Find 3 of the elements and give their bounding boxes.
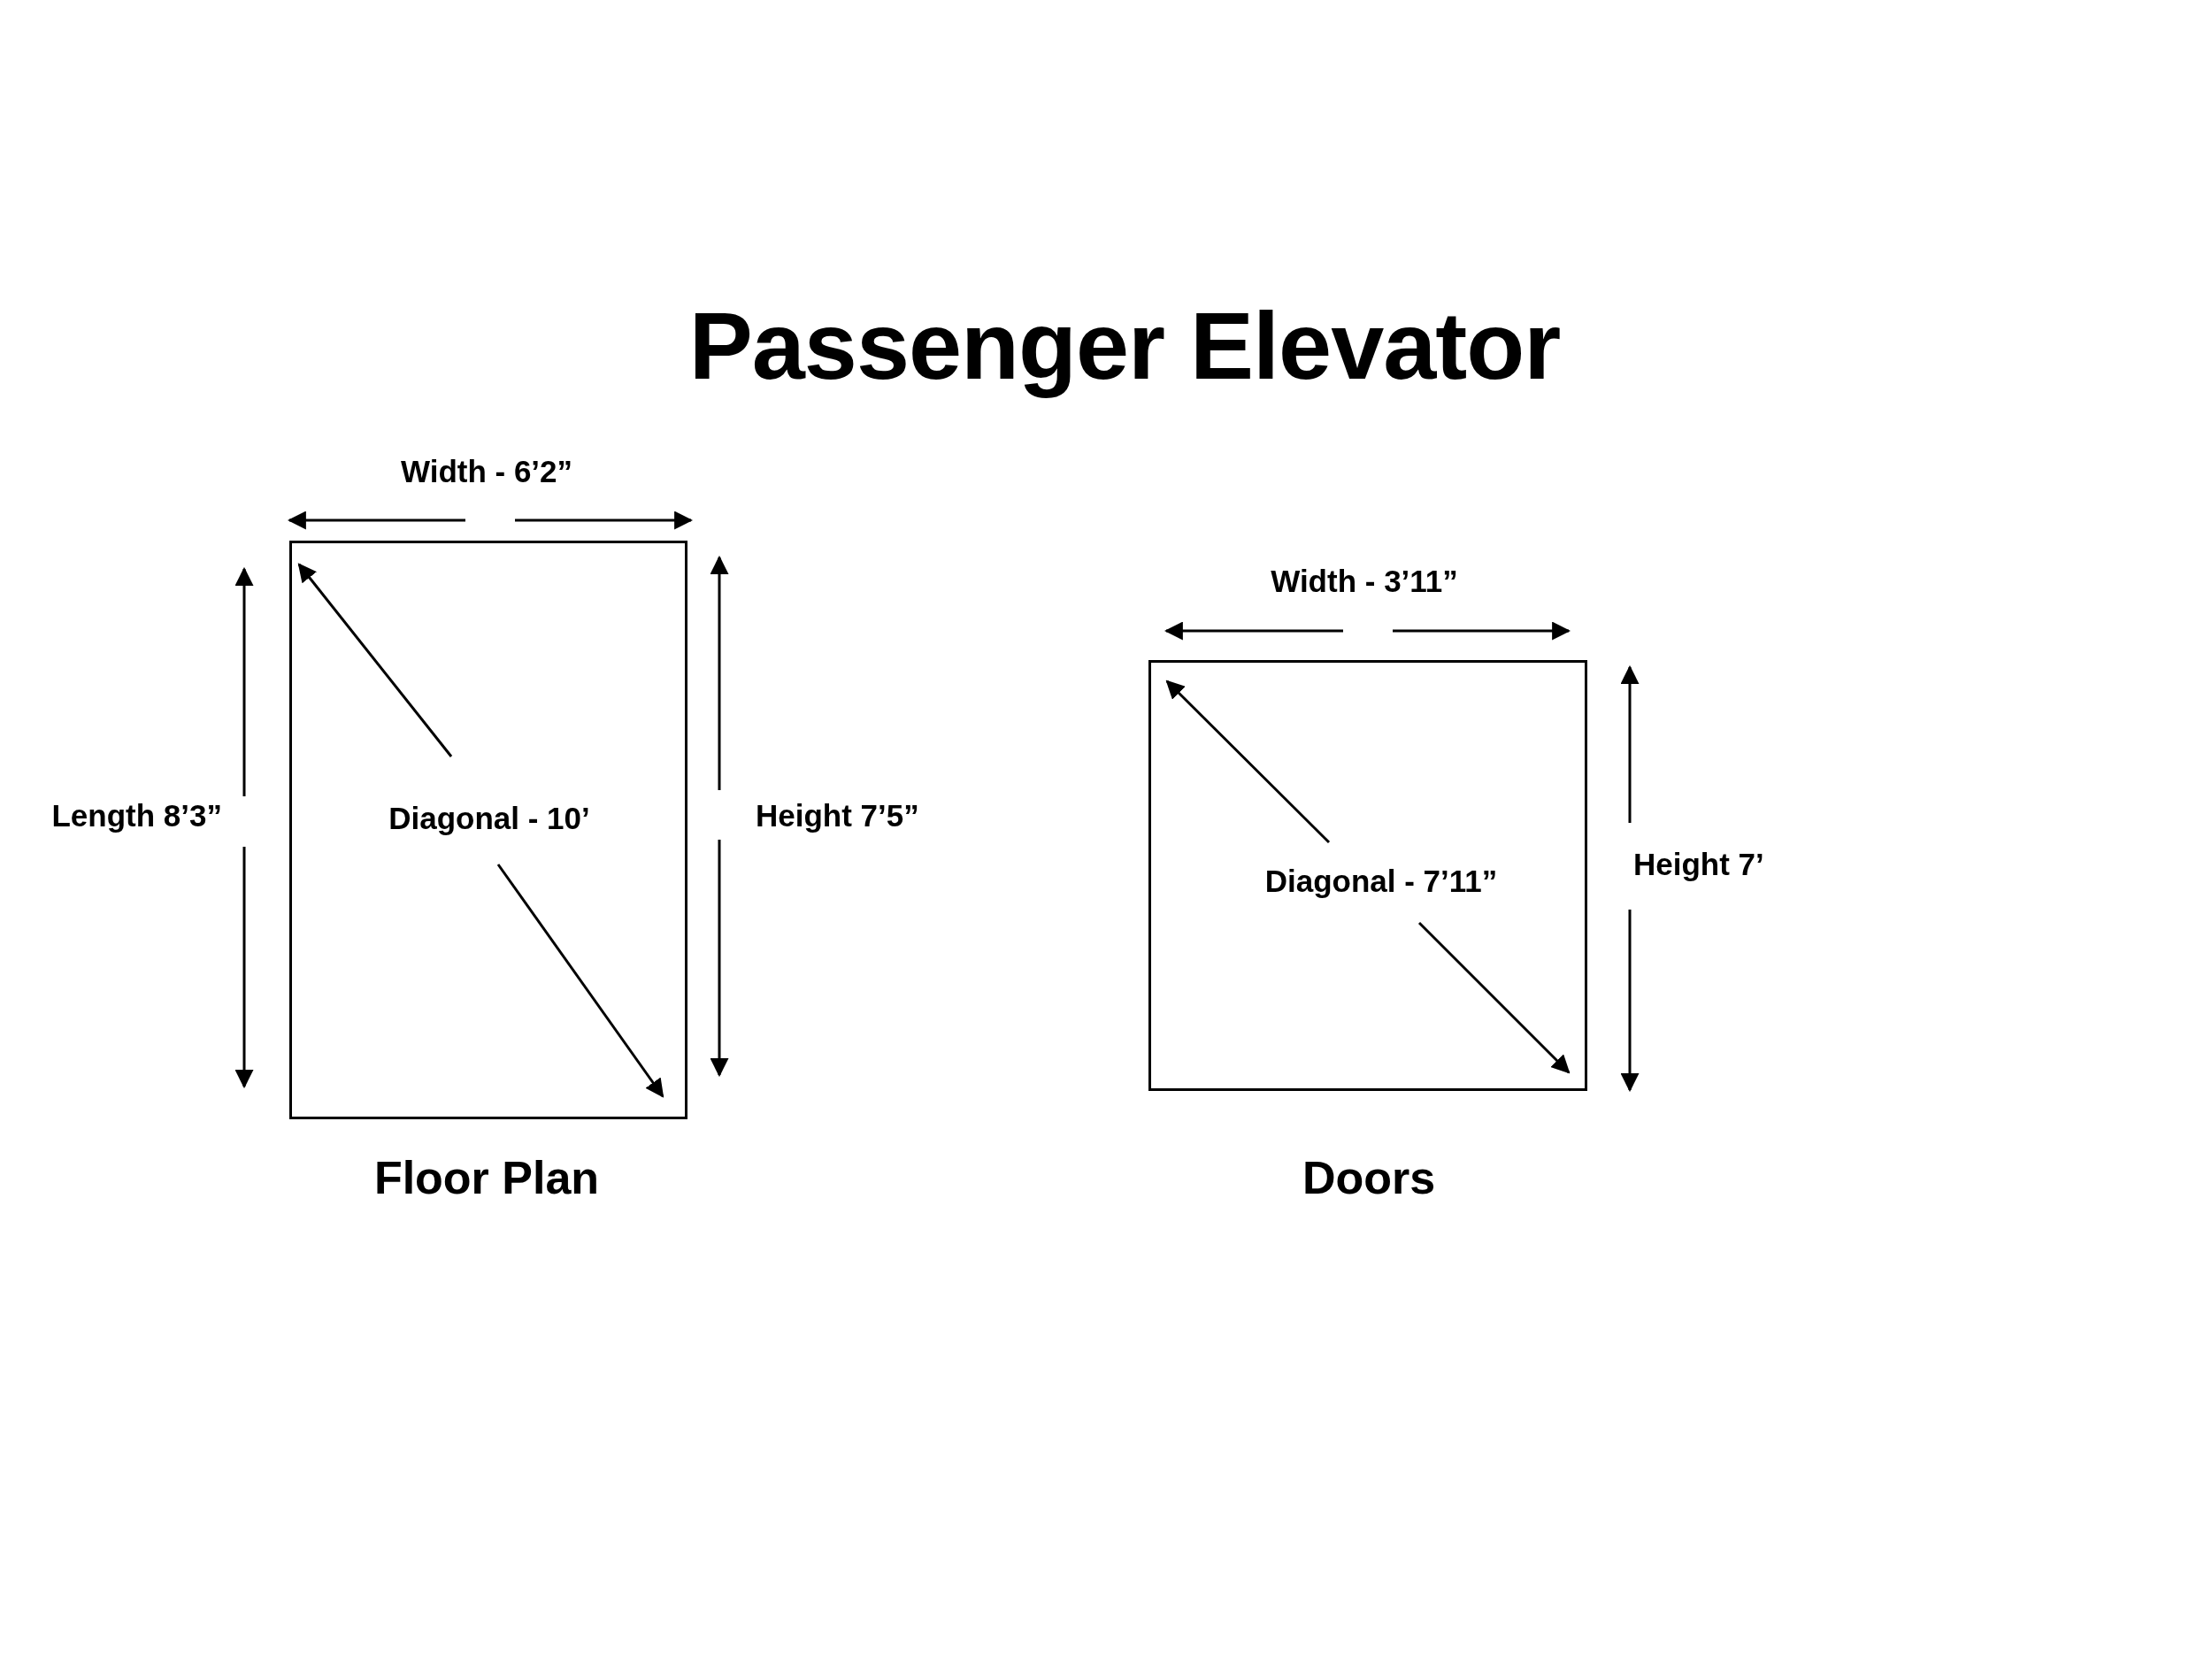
- outline-rectangle: [289, 541, 687, 1119]
- title: Passenger Elevator: [688, 290, 1561, 401]
- outline-rectangle: [1148, 660, 1587, 1091]
